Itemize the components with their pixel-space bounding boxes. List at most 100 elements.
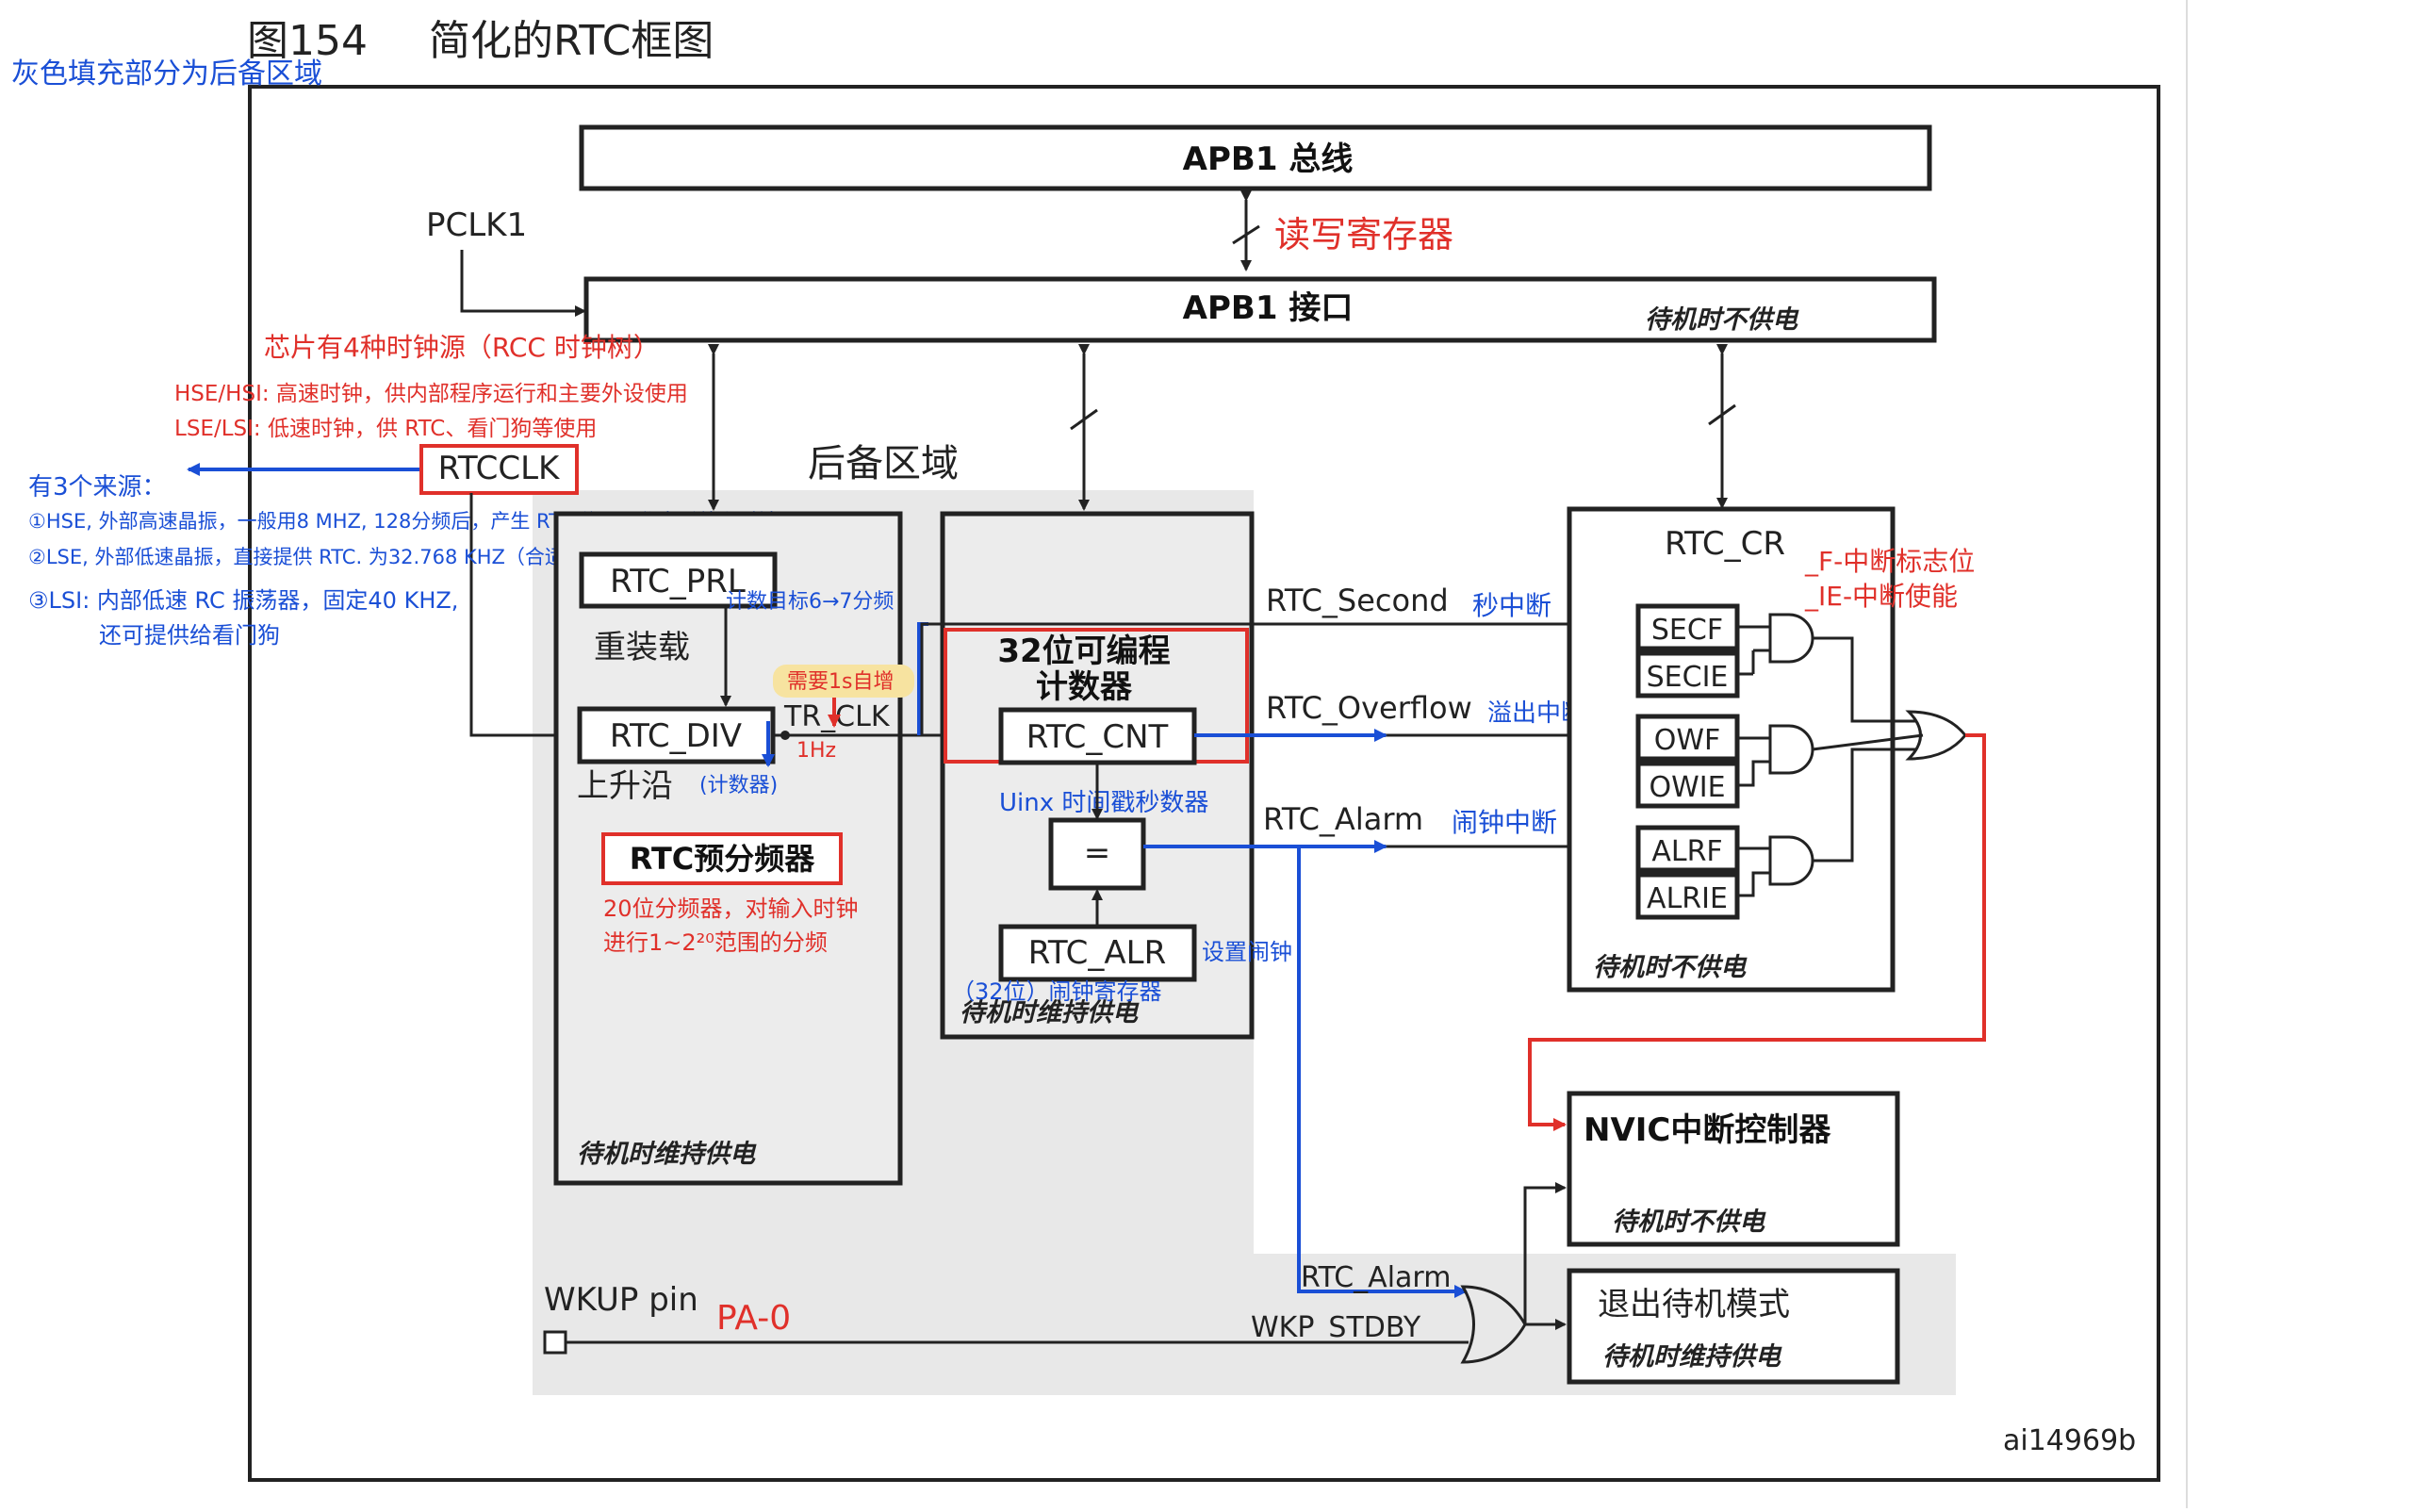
nvic-standby-note: 待机时不供电 — [1612, 1208, 1766, 1237]
exit-standby-label: 退出待机模式 — [1598, 1286, 1790, 1323]
rtcclk-box — [419, 444, 579, 495]
counter-title-1: 32位可编程 — [997, 633, 1170, 670]
figure-number: 图154 — [247, 17, 368, 65]
rtc-cr-label: RTC_CR — [1665, 525, 1785, 563]
annotation-count-target: 计数目标6→7分频 — [726, 590, 894, 614]
or-input-2 — [1812, 733, 1924, 751]
bus-slash — [1232, 224, 1260, 245]
rtc-second-line — [920, 618, 1631, 735]
or-gate-interrupts — [1905, 710, 1967, 761]
annotation-hse-hsi: HSE/HSI: 高速时钟，供内部程序运行和主要外设使用 — [174, 382, 688, 406]
annotation-prescaler-2: 进行1~2²⁰范围的分频 — [603, 929, 828, 956]
secie-flag — [1635, 650, 1740, 698]
counter-link-slash — [1070, 408, 1098, 431]
rtc-prl-label: RTC_PRL — [610, 563, 746, 600]
wkup-pin-label: WKUP pin — [544, 1281, 698, 1319]
tr-clk-dot — [780, 731, 790, 740]
and-gate-overflow — [1768, 724, 1814, 775]
and-gate-second — [1768, 613, 1814, 664]
annotation-lse-lsi: LSE/LSI: 低速时钟，供 RTC、看门狗等使用 — [174, 417, 597, 441]
alrie-wire — [1737, 871, 1770, 897]
annotation-prescaler-1: 20位分频器，对输入时钟 — [603, 896, 859, 922]
reload-label: 重装载 — [594, 629, 690, 666]
figure-title: 简化的RTC框图 — [429, 17, 714, 65]
or-gate-wakeup — [1460, 1285, 1527, 1364]
rtc-second-label: RTC_Second — [1266, 583, 1449, 618]
rtc-alarm-label: RTC_Alarm — [1263, 801, 1423, 837]
apb1-bus-label: APB1 总线 — [1183, 140, 1354, 178]
prescaler-name-box — [601, 832, 843, 885]
rtcclk-to-div-line — [469, 493, 579, 741]
owie-label: OWIE — [1649, 771, 1725, 804]
figure-id: ai14969b — [2003, 1424, 2136, 1457]
secie-label: SECIE — [1647, 661, 1729, 694]
annotation-flag: _F-中断标志位 — [1804, 546, 1975, 577]
exit-standby-note: 待机时维持供电 — [1602, 1342, 1782, 1372]
annotation-three-sources: 有3个来源： — [28, 473, 167, 501]
apb1-standby-note: 待机时不供电 — [1645, 305, 1799, 335]
or-input-3 — [1813, 748, 1917, 863]
annotation-need-1s: 需要1s自增 — [787, 670, 894, 694]
annotation-alarm-irq: 闹钟中断 — [1452, 807, 1557, 838]
owie-flag — [1635, 761, 1740, 809]
rtcclk-label: RTCCLK — [438, 450, 561, 487]
or-input-1 — [1813, 636, 1917, 723]
pclk1-line — [460, 250, 586, 317]
secf-flag — [1635, 603, 1740, 651]
annotation-gray-area: 灰色填充部分为后备区域 — [11, 58, 322, 90]
and-gate-alarm — [1768, 835, 1814, 886]
annotation-rw-register: 读写寄存器 — [1274, 214, 1453, 255]
annotation-clock-sources: 芯片有4种时钟源（RCC 时钟树） — [264, 332, 660, 363]
alrie-label: ALRIE — [1647, 882, 1728, 915]
rtc-div-label: RTC_DIV — [610, 717, 742, 755]
apb1-interface-label: APB1 接口 — [1183, 289, 1354, 327]
cr-standby-note: 待机时不供电 — [1593, 953, 1748, 982]
apb1-interface-block — [583, 276, 1937, 343]
annotation-second-irq: 秒中断 — [1472, 590, 1551, 621]
annotation-alarm-register: （32位）闹钟寄存器 — [952, 978, 1162, 1005]
secf-label: SECF — [1651, 614, 1723, 647]
rtc-alr-register — [998, 924, 1197, 982]
highlight-1s — [773, 665, 914, 698]
rtc-overflow-label: RTC_Overflow — [1266, 690, 1472, 726]
rtc-alarm-wakeup-label: RTC_Alarm — [1301, 1261, 1451, 1294]
wkup-pin-terminal — [543, 1330, 567, 1355]
alrf-flag — [1635, 825, 1740, 873]
annotation-set-alarm: 设置闹钟 — [1202, 939, 1292, 965]
annotation-counter: (计数器) — [699, 774, 778, 797]
rtc-prl-register — [579, 551, 778, 609]
cr-link-slash — [1708, 403, 1736, 426]
interrupt-to-nvic-line — [1528, 733, 1986, 1131]
rtc-alr-label: RTC_ALR — [1028, 934, 1167, 972]
owf-label: OWF — [1654, 724, 1721, 757]
prescaler-name: RTC预分频器 — [630, 841, 816, 877]
tr-clk-label: TR_CLK — [783, 700, 891, 733]
annotation-unix: Uinx 时间戳秒数器 — [999, 789, 1208, 817]
pclk1-label: PCLK1 — [426, 206, 527, 244]
annotation-1hz: 1Hz — [796, 739, 836, 763]
backup-domain-label: 后备区域 — [808, 442, 959, 485]
compare-block — [1048, 817, 1146, 891]
annotation-source-lsi: ③LSI: 内部低速 RC 振荡器，固定40 KHZ, — [28, 587, 458, 614]
annotation-source-lsi-2: 还可提供给看门狗 — [99, 622, 280, 649]
wkp-stdby-label: WKP_STDBY — [1251, 1311, 1421, 1344]
figure-frame — [248, 85, 2160, 1482]
owie-wire — [1737, 760, 1770, 787]
rising-edge-label: 上升沿 — [577, 767, 673, 805]
counter-title-2: 计数器 — [1036, 668, 1133, 706]
alrf-label: ALRF — [1651, 835, 1722, 868]
wakeup-to-nvic-line — [1523, 1182, 1567, 1324]
rtc-cnt-label: RTC_CNT — [1026, 718, 1169, 756]
prescaler-standby-note: 待机时维持供电 — [577, 1140, 757, 1169]
nvic-label: NVIC中断控制器 — [1584, 1111, 1831, 1149]
annotation-interrupt-enable: _IE-中断使能 — [1804, 581, 1958, 612]
exit-standby-block — [1567, 1268, 1900, 1385]
annotation-pa0: PA-0 — [716, 1299, 791, 1338]
compare-symbol: = — [1084, 834, 1111, 872]
rtc-cnt-register — [998, 707, 1197, 765]
nvic-block — [1567, 1091, 1900, 1247]
counter-standby-note: 待机时维持供电 — [960, 998, 1140, 1027]
alarm-to-wakeup-line — [1297, 846, 1468, 1298]
